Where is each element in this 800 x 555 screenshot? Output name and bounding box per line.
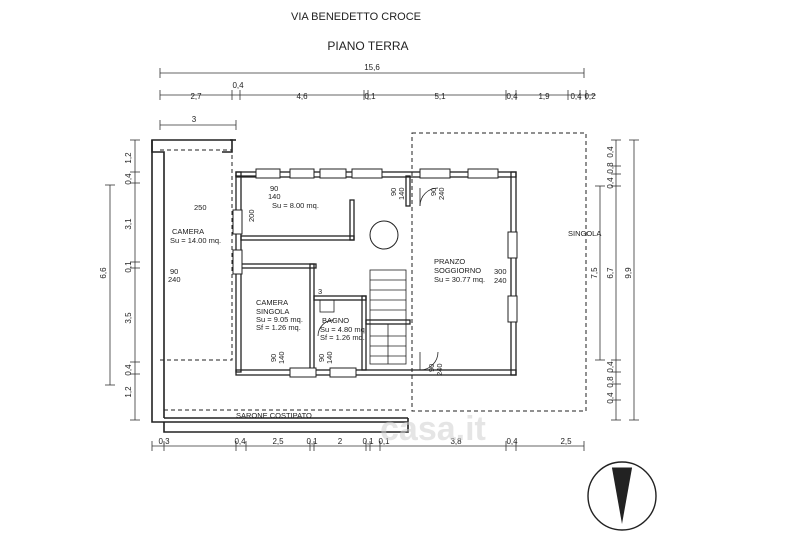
- opening-140a: 140: [268, 192, 281, 201]
- door-swings: [317, 187, 439, 371]
- dim-right-04c: 0,4: [606, 361, 615, 373]
- dim-right-04b: 0,4: [606, 177, 615, 189]
- dim-top-total: 15,6: [364, 63, 380, 72]
- opening-140e: 140: [277, 351, 286, 364]
- room-bagno-name: BAGNO: [322, 316, 349, 325]
- dim-right-75: 7,5: [590, 267, 599, 279]
- room-camera-area: Su = 14.00 mq.: [170, 236, 221, 245]
- dim-right-total: 9,9: [624, 267, 633, 279]
- dim-left-total: 6,6: [99, 267, 108, 279]
- room-sarone-name: SARONE COSTIPATO: [236, 411, 312, 420]
- dim-right-04d: 0,4: [606, 392, 615, 404]
- dim-bottom-01b: 0,1: [362, 437, 374, 446]
- dim-right-08a: 0,8: [606, 162, 615, 174]
- dim-bottom-2: 2: [338, 437, 343, 446]
- opening-140b: 140: [397, 187, 406, 200]
- right-dimensions: [595, 139, 639, 421]
- dim-bottom-01a: 0,1: [306, 437, 318, 446]
- dim-bottom-01c: 0,1: [378, 437, 390, 446]
- dim-right-08b: 0,8: [606, 376, 615, 388]
- room-pranzo-area: Su = 30.77 mq.: [434, 275, 485, 284]
- dim-top-51: 5,1: [434, 92, 446, 101]
- dim-bottom-25b: 2,5: [560, 437, 572, 446]
- dim-top-3: 3: [192, 115, 197, 124]
- room-camera-name: CAMERA: [172, 227, 204, 236]
- room-singola-name: SINGOLA: [568, 229, 601, 238]
- bagno-fixture: [319, 299, 335, 313]
- opening-200: 200: [247, 209, 256, 222]
- dim-left-04b: 0,4: [124, 364, 133, 376]
- dim-left-04a: 0,4: [124, 173, 133, 185]
- dim-right-04a: 0,4: [606, 146, 615, 158]
- dim-top-27: 2,7: [190, 92, 202, 101]
- room-bagno-area: Su = 4.80 mq.: [320, 325, 367, 334]
- opening-140f: 140: [325, 351, 334, 364]
- room-pranzo-name2: SOGGIORNO: [434, 266, 481, 275]
- opening-90a: 90: [270, 184, 278, 193]
- dim-top-04c: 0,4: [570, 92, 582, 101]
- dim-left-31: 3,1: [124, 218, 133, 230]
- top-dimensions: [159, 68, 596, 130]
- dim-left-35: 3,5: [124, 312, 133, 324]
- opening-90c: 90: [429, 188, 438, 196]
- stairs: [369, 269, 407, 365]
- room-hall-area: Su = 8.00 mq.: [272, 201, 319, 210]
- dim-bottom-03: 0,3: [158, 437, 170, 446]
- dim-bottom-04a: 0,4: [234, 437, 246, 446]
- dim-top-02: 0,2: [584, 92, 596, 101]
- dim-left-01: 0,1: [124, 261, 133, 273]
- dim-bottom-04b: 0,4: [506, 437, 518, 446]
- dim-right-inner: 6,7: [606, 267, 615, 279]
- opening-90e: 90: [269, 354, 278, 362]
- windows: [232, 168, 518, 378]
- street-name: VIA BENEDETTO CROCE: [291, 11, 421, 23]
- watermark-text: casa.it: [380, 410, 486, 448]
- dim-top-01: 0,1: [364, 92, 376, 101]
- bottom-dimensions: [151, 441, 585, 451]
- opening-90f: 90: [317, 354, 326, 362]
- opening-240h: 240: [494, 276, 507, 285]
- dim-left-12b: 1,2: [124, 386, 133, 398]
- opening-300: 300: [494, 267, 507, 276]
- dim-top-04a: 0,4: [232, 81, 244, 90]
- opening-240d: 240: [168, 275, 181, 284]
- opening-90d: 90: [170, 267, 178, 276]
- opening-90b: 90: [389, 188, 398, 196]
- opening-240g: 240: [435, 363, 444, 376]
- dim-top-04b: 0,4: [506, 92, 518, 101]
- opening-3: 3: [318, 287, 322, 296]
- dim-bottom-25a: 2,5: [272, 437, 284, 446]
- opening-250: 250: [194, 203, 207, 212]
- room-camera-singola-name1: CAMERA: [256, 298, 288, 307]
- north-arrow-icon: [587, 461, 657, 531]
- dim-top-19: 1,9: [538, 92, 550, 101]
- room-bagno-sf: Sf = 1.26 mq.: [320, 333, 365, 342]
- dim-left-12a: 1,2: [124, 152, 133, 164]
- floor-title: PIANO TERRA: [327, 39, 408, 53]
- room-camera-singola-sf: Sf = 1.26 mq.: [256, 323, 301, 332]
- opening-90g: 90: [427, 364, 436, 372]
- room-camera-singola-name2: SINGOLA: [256, 307, 289, 316]
- room-pranzo-name1: PRANZO: [434, 257, 465, 266]
- dim-bottom-38: 3,8: [450, 437, 462, 446]
- left-dimensions: [105, 139, 140, 421]
- dashed-outlines: [160, 132, 587, 412]
- room-camera-singola-area: Su = 9.05 mq.: [256, 315, 303, 324]
- round-table: [369, 220, 399, 250]
- opening-240c: 240: [437, 187, 446, 200]
- dim-top-46: 4,6: [296, 92, 308, 101]
